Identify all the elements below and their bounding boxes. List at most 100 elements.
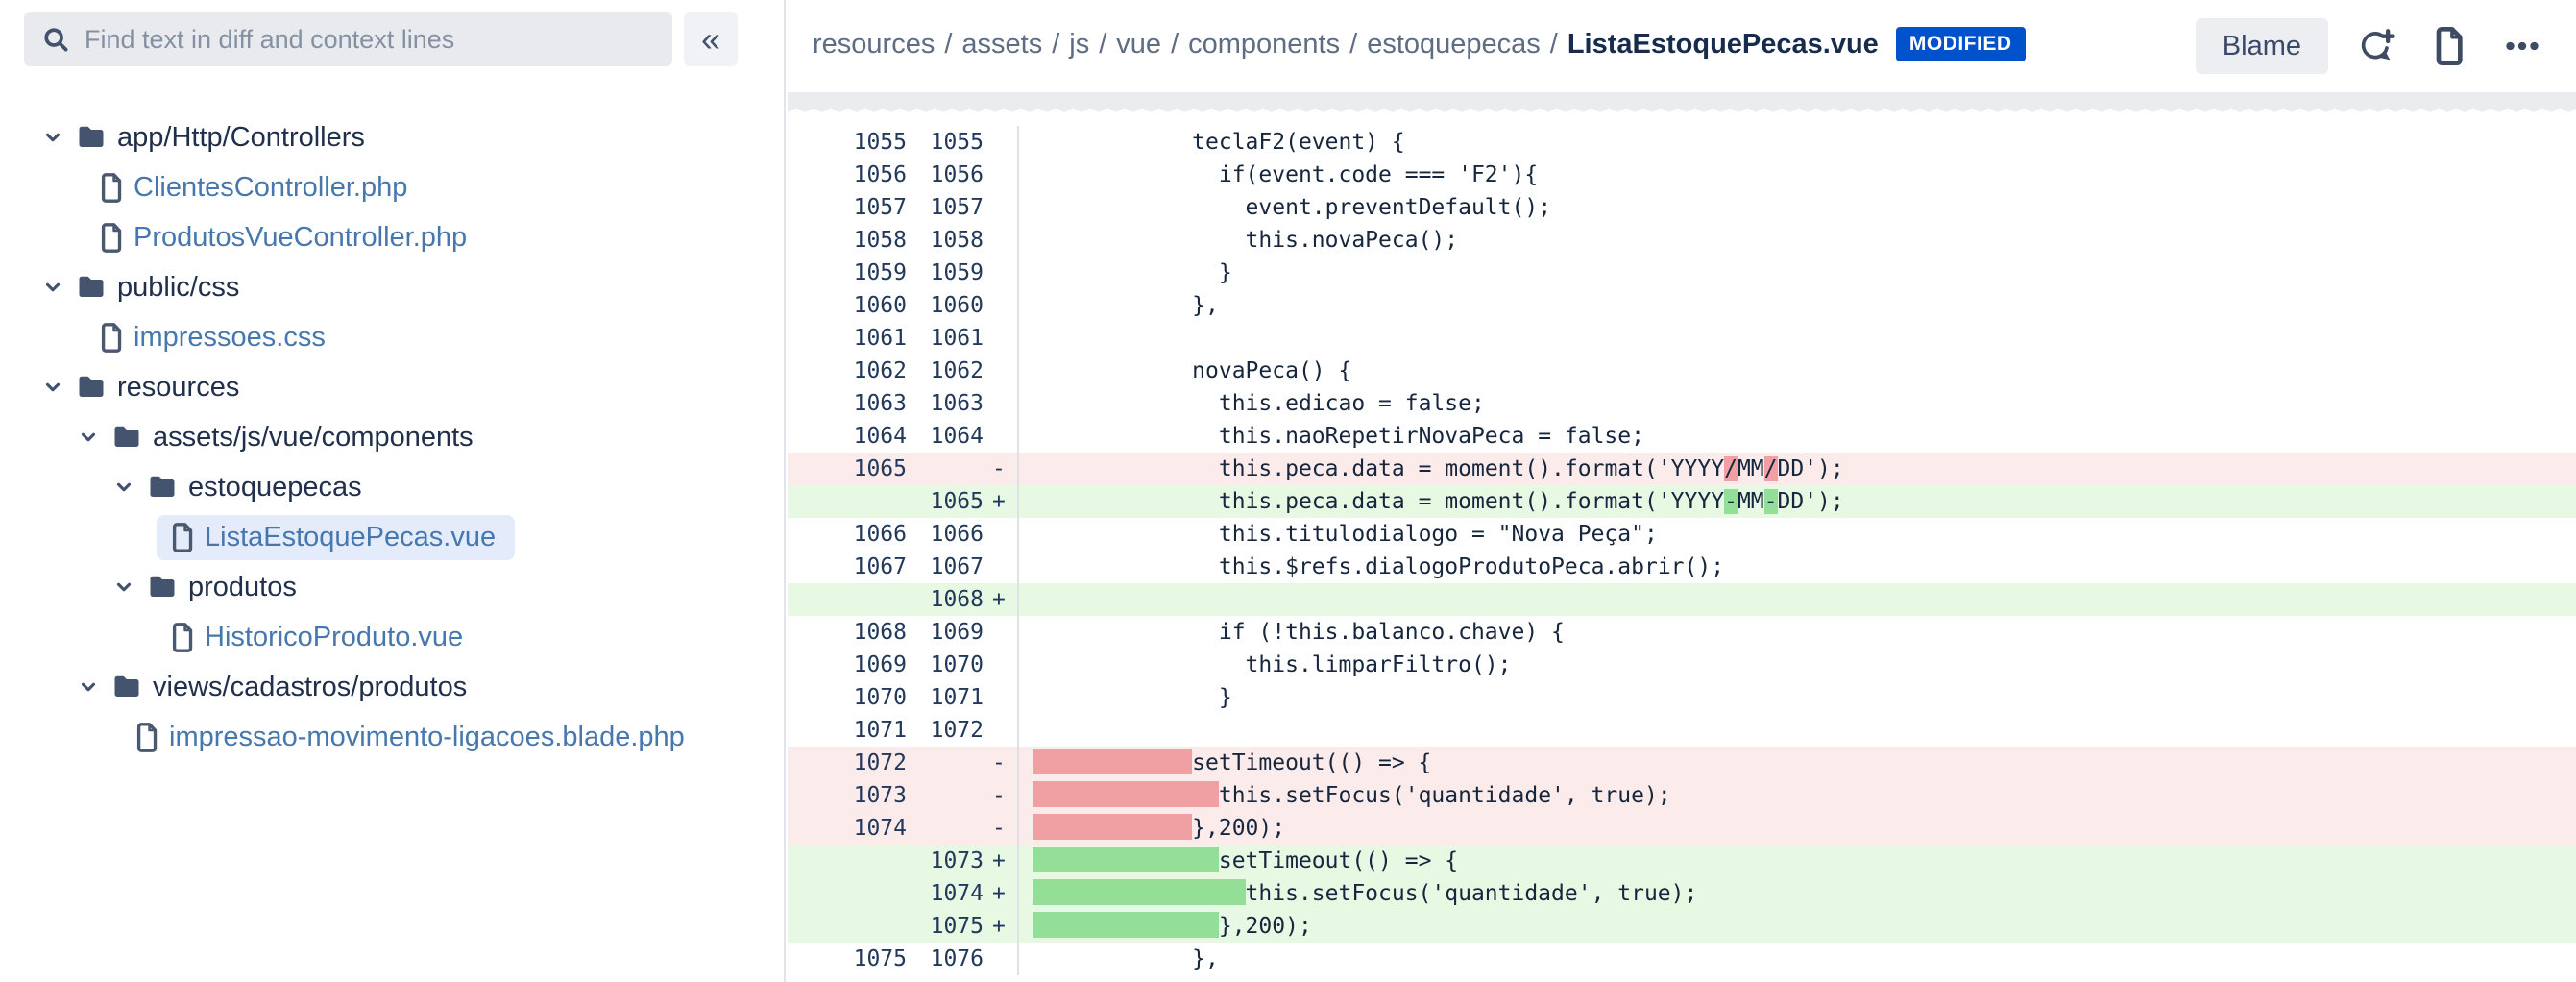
tree-folder-7[interactable]: estoquepecas xyxy=(0,462,780,512)
tree-file-4[interactable]: impressoes.css xyxy=(0,312,780,362)
tree-file-10[interactable]: HistoricoProduto.vue xyxy=(0,612,780,662)
new-line-number[interactable]: 1071 xyxy=(930,685,984,710)
old-line-number[interactable] xyxy=(788,485,907,518)
tree-file-8[interactable]: ListaEstoquePecas.vue xyxy=(0,512,780,562)
old-line-number[interactable] xyxy=(788,910,907,943)
new-line-number[interactable]: 1075 xyxy=(930,914,984,939)
old-line-number[interactable] xyxy=(788,845,907,877)
diff-row-context-25: 1075 1076 }, xyxy=(788,943,2576,975)
old-line-number[interactable]: 1061 xyxy=(853,326,907,351)
old-line-number[interactable]: 1068 xyxy=(853,620,907,645)
code-line: } xyxy=(1017,257,2576,289)
search-input-container[interactable] xyxy=(24,12,672,66)
code-text: MM xyxy=(1737,489,1764,514)
code-line: setTimeout(() => { xyxy=(1017,845,2576,877)
new-line-number[interactable]: 1066 xyxy=(930,522,984,547)
new-line-number[interactable] xyxy=(907,812,984,845)
old-line-number[interactable]: 1066 xyxy=(853,522,907,547)
new-line-number[interactable]: 1056 xyxy=(930,162,984,187)
blame-button[interactable]: Blame xyxy=(2195,18,2328,74)
tree-folder-9[interactable]: produtos xyxy=(0,562,780,612)
file-pill[interactable]: impressoes.css xyxy=(85,315,345,360)
old-line-number[interactable]: 1065 xyxy=(853,456,907,481)
add-comment-button[interactable] xyxy=(2351,21,2401,71)
new-line-number[interactable]: 1065 xyxy=(930,489,984,514)
chevron-down-icon[interactable] xyxy=(42,377,63,398)
new-line-number[interactable]: 1062 xyxy=(930,358,984,383)
code-text: DD'); xyxy=(1777,456,1844,481)
old-line-number[interactable]: 1069 xyxy=(853,652,907,677)
more-options-button[interactable] xyxy=(2497,21,2547,71)
old-line-number[interactable]: 1070 xyxy=(853,685,907,710)
old-line-number[interactable]: 1056 xyxy=(853,162,907,187)
view-file-button[interactable] xyxy=(2424,21,2474,71)
new-line-number[interactable]: 1073 xyxy=(930,848,984,873)
chevron-down-icon[interactable] xyxy=(78,427,99,448)
old-line-number[interactable]: 1064 xyxy=(853,424,907,449)
chevron-down-icon[interactable] xyxy=(78,676,99,698)
new-line-number[interactable]: 1067 xyxy=(930,554,984,579)
old-line-number[interactable]: 1063 xyxy=(853,391,907,416)
file-pill[interactable]: impressao-movimento-ligacoes.blade.php xyxy=(121,715,704,760)
old-line-number[interactable]: 1072 xyxy=(853,750,907,775)
tree-folder-0[interactable]: app/Http/Controllers xyxy=(0,112,780,162)
breadcrumb-separator: / xyxy=(1549,28,1558,60)
new-line-number[interactable]: 1057 xyxy=(930,195,984,220)
new-line-number[interactable]: 1063 xyxy=(930,391,984,416)
new-line-number[interactable]: 1060 xyxy=(930,293,984,318)
file-pill[interactable]: ListaEstoquePecas.vue xyxy=(157,514,516,560)
code-line: }, xyxy=(1017,943,2576,975)
folder-icon xyxy=(150,576,175,597)
chevron-down-icon[interactable] xyxy=(42,277,63,298)
new-line-number[interactable]: 1061 xyxy=(930,326,984,351)
old-line-number[interactable]: 1059 xyxy=(853,260,907,285)
new-line-number[interactable]: 1055 xyxy=(930,130,984,155)
old-line-number[interactable]: 1055 xyxy=(853,130,907,155)
chevron-down-icon[interactable] xyxy=(113,477,134,498)
old-line-number[interactable]: 1067 xyxy=(853,554,907,579)
old-line-number[interactable]: 1058 xyxy=(853,228,907,253)
old-line-number[interactable]: 1062 xyxy=(853,358,907,383)
chevron-down-icon[interactable] xyxy=(113,577,134,598)
new-line-number[interactable] xyxy=(907,453,984,485)
tree-folder-5[interactable]: resources xyxy=(0,362,780,412)
tree-folder-11[interactable]: views/cadastros/produtos xyxy=(0,662,780,712)
file-label: ListaEstoquePecas.vue xyxy=(205,521,497,552)
file-label: ClientesController.php xyxy=(134,171,408,203)
old-line-number[interactable]: 1057 xyxy=(853,195,907,220)
collapse-sidebar-button[interactable]: « xyxy=(684,12,738,66)
old-line-number[interactable]: 1075 xyxy=(853,946,907,971)
diff-sign xyxy=(984,126,1017,159)
tree-folder-3[interactable]: public/css xyxy=(0,262,780,312)
breadcrumb-segment: components xyxy=(1188,28,1341,60)
chevron-down-icon[interactable] xyxy=(42,127,63,148)
tree-file-1[interactable]: ClientesController.php xyxy=(0,162,780,212)
old-line-number[interactable]: 1074 xyxy=(853,816,907,841)
new-line-number[interactable]: 1064 xyxy=(930,424,984,449)
file-pill[interactable]: ProdutosVueController.php xyxy=(85,215,486,260)
new-line-number[interactable]: 1076 xyxy=(930,946,984,971)
old-line-number[interactable] xyxy=(788,877,907,910)
file-pill[interactable]: HistoricoProduto.vue xyxy=(157,615,482,660)
old-line-number[interactable]: 1060 xyxy=(853,293,907,318)
tree-folder-6[interactable]: assets/js/vue/components xyxy=(0,412,780,462)
new-line-number[interactable]: 1069 xyxy=(930,620,984,645)
old-line-number[interactable] xyxy=(788,583,907,616)
new-line-number[interactable]: 1074 xyxy=(930,881,984,906)
code-line xyxy=(1017,714,2576,747)
new-line-number[interactable]: 1059 xyxy=(930,260,984,285)
new-line-number[interactable] xyxy=(907,747,984,779)
status-badge: MODIFIED xyxy=(1895,26,2026,61)
file-pill[interactable]: ClientesController.php xyxy=(85,165,426,210)
new-line-number[interactable]: 1068 xyxy=(930,587,984,612)
old-line-number[interactable]: 1073 xyxy=(853,783,907,808)
new-line-number[interactable]: 1070 xyxy=(930,652,984,677)
tree-file-12[interactable]: impressao-movimento-ligacoes.blade.php xyxy=(0,712,780,762)
new-line-number[interactable]: 1072 xyxy=(930,718,984,743)
new-line-number[interactable]: 1058 xyxy=(930,228,984,253)
tree-file-2[interactable]: ProdutosVueController.php xyxy=(0,212,780,262)
search-input[interactable] xyxy=(85,24,672,55)
new-line-number[interactable] xyxy=(907,779,984,812)
old-line-number[interactable]: 1071 xyxy=(853,718,907,743)
whitespace-change-block xyxy=(1033,847,1219,872)
